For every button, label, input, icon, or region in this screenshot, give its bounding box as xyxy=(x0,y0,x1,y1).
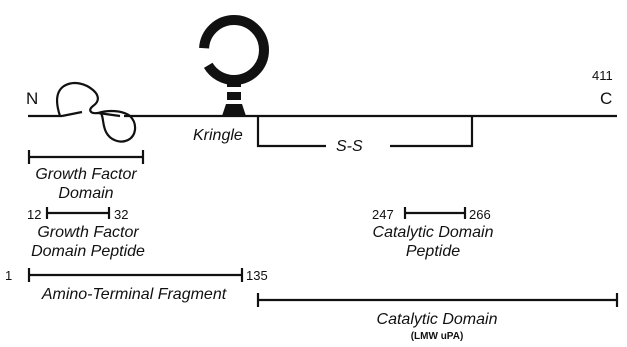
gf-peptide-label-1: Growth Factor xyxy=(37,224,139,241)
cat-peptide-label-1: Catalytic Domain xyxy=(373,224,494,241)
growth-factor-loop xyxy=(57,83,135,142)
catalytic-peptide-bracket xyxy=(405,207,465,219)
kringle-label: Kringle xyxy=(193,127,243,144)
growth-factor-domain-label-1: Growth Factor xyxy=(35,166,137,183)
kringle-base xyxy=(222,104,246,116)
cat-peptide-end: 266 xyxy=(469,207,491,222)
n-terminus-label: N xyxy=(26,89,38,108)
gf-peptide-end: 32 xyxy=(114,207,128,222)
c-terminus-residue: 411 xyxy=(592,68,613,83)
growth-factor-domain-label-2: Domain xyxy=(58,185,113,202)
gf-peptide-start: 12 xyxy=(27,207,41,222)
catalytic-domain-sublabel: (LMW uPA) xyxy=(411,331,464,342)
cat-peptide-label-2: Peptide xyxy=(406,243,460,260)
atf-end: 135 xyxy=(246,268,268,283)
atf-start: 1 xyxy=(5,268,12,283)
cat-peptide-start: 247 xyxy=(372,207,394,222)
kringle-ring xyxy=(204,20,264,80)
kringle-stem xyxy=(227,80,241,87)
disulfide-bridge-right xyxy=(390,116,472,146)
disulfide-bridge-left xyxy=(258,116,326,146)
catalytic-domain-label: Catalytic Domain xyxy=(377,311,498,328)
atf-label: Amino-Terminal Fragment xyxy=(41,286,227,303)
growth-factor-peptide-bracket xyxy=(47,207,109,219)
catalytic-domain-bracket xyxy=(258,293,617,307)
disulfide-label: S-S xyxy=(336,138,363,155)
amino-terminal-fragment-bracket xyxy=(29,268,242,282)
c-terminus-label: C xyxy=(600,89,612,108)
kringle-stem-lower xyxy=(227,92,241,100)
growth-factor-domain-bracket xyxy=(29,150,143,164)
gf-peptide-label-2: Domain Peptide xyxy=(31,243,145,260)
